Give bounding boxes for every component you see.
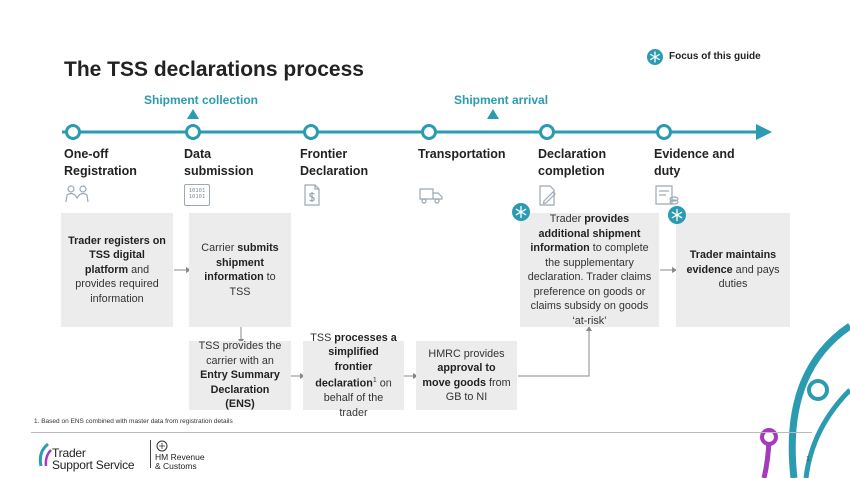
box-declaration-completion: Trader provides additional shipment info… <box>520 213 659 327</box>
document-icon <box>304 184 320 206</box>
logo-separator <box>150 440 151 468</box>
hmrc-crest-icon <box>156 440 168 452</box>
focus-icon-evidence <box>668 206 686 224</box>
people-icon <box>65 185 89 203</box>
tss-logo-icon <box>38 442 52 467</box>
focus-legend-icon <box>647 49 663 65</box>
shipment-collection-label: Shipment collection <box>144 93 259 107</box>
decor-track-teal-2 <box>803 388 850 478</box>
box-registration: Trader registers on TSS digital platform… <box>61 213 173 327</box>
box-ens: TSS provides the carrier with an Entry S… <box>189 340 291 410</box>
focus-legend-label: Focus of this guide <box>669 51 761 62</box>
stage-node-registration <box>65 124 81 140</box>
box-frontier: TSS processes a simplified frontier decl… <box>303 332 404 419</box>
arrow-hmrc-to-completion <box>518 331 590 377</box>
footer-divider <box>31 432 812 433</box>
stage-node-data-submission <box>185 124 201 140</box>
truck-icon <box>419 188 443 204</box>
stage-node-transportation <box>421 124 437 140</box>
focus-icon-completion <box>512 203 530 221</box>
box-hmrc: HMRC provides approval to move goods fro… <box>416 341 517 410</box>
shipment-arrival-label: Shipment arrival <box>454 93 549 107</box>
page-title: The TSS declarations process <box>64 58 364 81</box>
stage-node-completion <box>539 124 555 140</box>
box-data-submission: Carrier submits shipment information to … <box>189 213 291 327</box>
collection-triangle <box>187 109 199 119</box>
hmrc-logo-text: HM Revenue& Customs <box>155 452 205 471</box>
decor-node-purple <box>760 428 778 446</box>
stage-node-evidence <box>656 124 672 140</box>
binary-data-icon: 10101 10101 <box>184 184 210 206</box>
timeline-arrowhead <box>756 124 772 140</box>
document-pen-icon <box>539 185 556 206</box>
footnote: 1. Based on ENS combined with master dat… <box>34 418 233 425</box>
stage-node-frontier <box>303 124 319 140</box>
receipt-coins-icon <box>655 185 679 205</box>
decor-node-teal <box>807 379 829 401</box>
decor-track-teal <box>788 323 850 478</box>
page-number: 1 <box>806 456 810 463</box>
box-evidence: Trader maintains evidence and pays dutie… <box>676 213 790 327</box>
arrival-triangle <box>487 109 499 119</box>
stage-label-transportation: Transportation <box>418 147 506 161</box>
